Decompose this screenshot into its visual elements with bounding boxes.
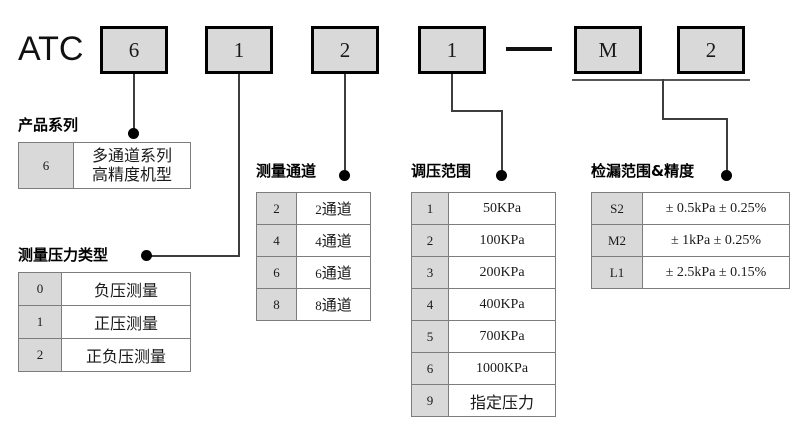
connector-product-series bbox=[133, 74, 135, 133]
connector-leak-range-vertical-1 bbox=[662, 79, 664, 119]
connector-dot-pressure-type bbox=[141, 250, 152, 261]
table-row: 9 指定压力 bbox=[411, 384, 556, 417]
cell-key: M2 bbox=[591, 224, 643, 257]
cell-value: 正压测量 bbox=[61, 305, 191, 339]
cell-key: 1 bbox=[18, 305, 62, 339]
code-box-6[interactable]: 2 bbox=[677, 26, 745, 74]
table-row: 2 100KPa bbox=[411, 224, 556, 257]
section-title-measure-channel: 测量通道 bbox=[256, 162, 317, 180]
code-box-3[interactable]: 2 bbox=[311, 26, 379, 74]
table-pressure-range: 1 50KPa 2 100KPa 3 200KPa 4 400KPa 5 700… bbox=[411, 192, 556, 417]
cell-value: ± 2.5kPa ± 0.15% bbox=[642, 256, 790, 289]
cell-value-number: 4 bbox=[315, 234, 322, 249]
table-row: S2 ± 0.5kPa ± 0.25% bbox=[591, 192, 790, 225]
section-title-product-series: 产品系列 bbox=[18, 116, 79, 134]
cell-value: 2通道 bbox=[296, 192, 371, 225]
cell-key: L1 bbox=[591, 256, 643, 289]
connector-pressure-range-vertical-1 bbox=[451, 74, 453, 111]
cell-key: 4 bbox=[256, 224, 297, 257]
cell-key: 6 bbox=[18, 142, 74, 189]
cell-value: ± 0.5kPa ± 0.25% bbox=[642, 192, 790, 225]
cell-key: 2 bbox=[18, 338, 62, 372]
cell-key: 6 bbox=[411, 352, 449, 385]
connector-pressure-type-horizontal bbox=[148, 255, 240, 257]
code-box-5[interactable]: M bbox=[574, 26, 642, 74]
connector-pressure-type-vertical bbox=[238, 74, 240, 256]
cell-value: 700KPa bbox=[448, 320, 556, 353]
bracket-leak-range bbox=[572, 79, 750, 81]
connector-pressure-range-vertical-2 bbox=[501, 110, 503, 176]
table-row: 4 400KPa bbox=[411, 288, 556, 321]
table-row: 1 正压测量 bbox=[18, 305, 191, 339]
cell-value: 8通道 bbox=[296, 288, 371, 321]
table-leak-range: S2 ± 0.5kPa ± 0.25% M2 ± 1kPa ± 0.25% L1… bbox=[591, 192, 790, 289]
table-row: 6 6通道 bbox=[256, 256, 371, 289]
code-box-2[interactable]: 1 bbox=[205, 26, 273, 74]
cell-value: 多通道系列 高精度机型 bbox=[73, 142, 191, 189]
table-row: 1 50KPa bbox=[411, 192, 556, 225]
connector-pressure-range-horizontal bbox=[451, 110, 503, 112]
table-row: 6 1000KPa bbox=[411, 352, 556, 385]
cell-value: 400KPa bbox=[448, 288, 556, 321]
table-row: 2 正负压测量 bbox=[18, 338, 191, 372]
section-title-pressure-range: 调压范围 bbox=[411, 162, 472, 180]
table-row: 0 负压测量 bbox=[18, 272, 191, 306]
cell-value: 指定压力 bbox=[448, 384, 556, 417]
code-box-1[interactable]: 6 bbox=[100, 26, 168, 74]
cell-value: 正负压测量 bbox=[61, 338, 191, 372]
cell-value-line1: 多通道系列 bbox=[91, 146, 172, 166]
connector-leak-range-horizontal bbox=[662, 118, 728, 120]
cell-value: 4通道 bbox=[296, 224, 371, 257]
cell-value: 6通道 bbox=[296, 256, 371, 289]
table-product-series: 6 多通道系列 高精度机型 bbox=[18, 142, 191, 189]
cell-key: S2 bbox=[591, 192, 643, 225]
connector-dot-measure-channel bbox=[339, 170, 350, 181]
cell-key: 8 bbox=[256, 288, 297, 321]
table-row: M2 ± 1kPa ± 0.25% bbox=[591, 224, 790, 257]
section-title-leak-range: 检漏范围&精度 bbox=[591, 162, 695, 180]
connector-dot-pressure-range bbox=[496, 170, 507, 181]
cell-value: 100KPa bbox=[448, 224, 556, 257]
connector-dot-leak-range bbox=[721, 170, 732, 181]
table-row: 4 4通道 bbox=[256, 224, 371, 257]
cell-value: 200KPa bbox=[448, 256, 556, 289]
cell-key: 3 bbox=[411, 256, 449, 289]
cell-key: 0 bbox=[18, 272, 62, 306]
cell-value-number: 6 bbox=[315, 266, 322, 281]
table-measure-channel: 2 2通道 4 4通道 6 6通道 8 8通道 bbox=[256, 192, 371, 321]
cell-value: 50KPa bbox=[448, 192, 556, 225]
table-row: 5 700KPa bbox=[411, 320, 556, 353]
cell-key: 2 bbox=[411, 224, 449, 257]
cell-value-unit: 通道 bbox=[321, 264, 352, 282]
code-box-4[interactable]: 1 bbox=[418, 26, 486, 74]
separator-dash bbox=[506, 47, 552, 51]
cell-key: 5 bbox=[411, 320, 449, 353]
cell-key: 6 bbox=[256, 256, 297, 289]
table-row: 3 200KPa bbox=[411, 256, 556, 289]
connector-measure-channel bbox=[344, 74, 346, 176]
table-row: 2 2通道 bbox=[256, 192, 371, 225]
cell-value: 1000KPa bbox=[448, 352, 556, 385]
connector-dot-product-series bbox=[128, 128, 139, 139]
table-row: 6 多通道系列 高精度机型 bbox=[18, 142, 191, 189]
cell-value: ± 1kPa ± 0.25% bbox=[642, 224, 790, 257]
connector-leak-range-vertical-2 bbox=[726, 118, 728, 176]
cell-key: 2 bbox=[256, 192, 297, 225]
cell-value-number: 2 bbox=[315, 202, 322, 217]
cell-value-unit: 通道 bbox=[321, 200, 352, 218]
cell-value-number: 8 bbox=[315, 298, 322, 313]
cell-key: 4 bbox=[411, 288, 449, 321]
cell-value: 负压测量 bbox=[61, 272, 191, 306]
section-title-pressure-type: 测量压力类型 bbox=[18, 246, 109, 264]
cell-key: 1 bbox=[411, 192, 449, 225]
cell-value-line2: 高精度机型 bbox=[91, 164, 172, 184]
cell-key: 9 bbox=[411, 384, 449, 417]
cell-value-unit: 通道 bbox=[321, 232, 352, 250]
cell-value-unit: 通道 bbox=[321, 296, 352, 314]
table-row: 8 8通道 bbox=[256, 288, 371, 321]
table-pressure-type: 0 负压测量 1 正压测量 2 正负压测量 bbox=[18, 272, 191, 372]
brand-label: ATC bbox=[18, 30, 84, 68]
table-row: L1 ± 2.5kPa ± 0.15% bbox=[591, 256, 790, 289]
